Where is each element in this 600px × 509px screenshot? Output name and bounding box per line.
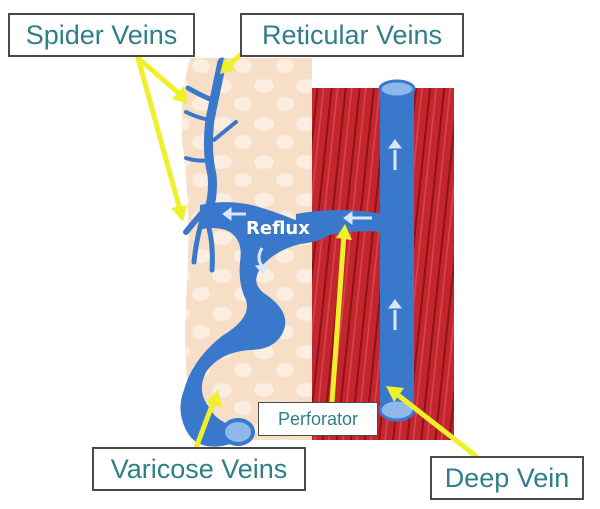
varicose-vein-shape [180,202,336,447]
spider-veins-label: Spider Veins [8,13,195,57]
deep-vein-top [378,79,416,99]
varicose-vein-end [221,418,255,446]
flow-arrows [222,139,402,330]
deep-vein-label: Deep Vein [430,456,584,500]
deep-vein [380,88,414,408]
varicose-veins-label: Varicose Veins [92,447,306,491]
reticular-veins-label: Reticular Veins [240,13,464,57]
reflux-label: Reflux [246,218,310,239]
perforator-label: Perforator [258,402,378,436]
